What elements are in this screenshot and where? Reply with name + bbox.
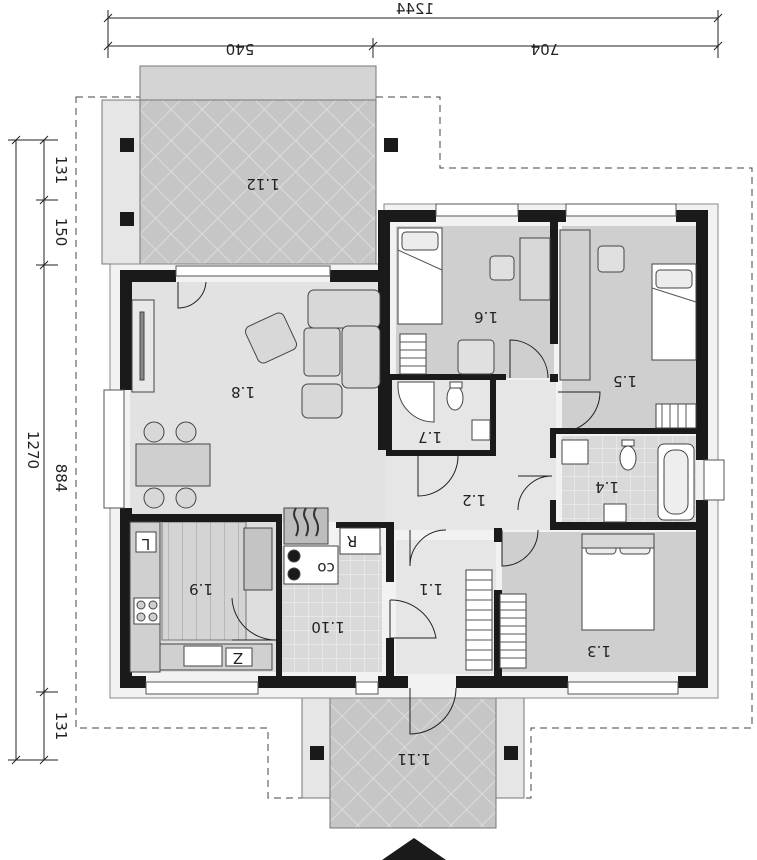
dimension-lines	[8, 10, 723, 765]
room-label-1-3: 1.3	[587, 642, 611, 660]
kitchen-furniture	[129, 507, 381, 673]
bathroom-fixtures	[397, 381, 695, 523]
dim-top-left: 540	[226, 40, 255, 58]
room-label-1-5: 1.5	[613, 372, 637, 390]
room-label-1-8: 1.8	[231, 383, 255, 401]
kitchen-sink-label: Z	[233, 649, 243, 667]
room-1-6-furniture	[397, 227, 551, 375]
room-label-1-4: 1.4	[595, 478, 619, 496]
dim-left-a: 131	[52, 156, 70, 185]
dim-top-right: 704	[531, 40, 560, 58]
living-furniture	[131, 289, 381, 509]
room-1-3-furniture	[465, 533, 655, 671]
room-label-1-6: 1.6	[474, 308, 498, 326]
room-label-1-2: 1.2	[462, 491, 486, 509]
boiler-label: co	[317, 559, 334, 577]
terrace-top	[101, 65, 398, 265]
fridge-label: R	[347, 532, 357, 550]
room-label-1-9: 1.9	[189, 580, 213, 598]
dim-left-b: 150	[52, 218, 70, 247]
room-label-1-11: 1.11	[397, 750, 430, 768]
room-label-1-12: 1.12	[246, 175, 279, 193]
windows	[103, 203, 725, 695]
dim-left-inner: 884	[52, 464, 70, 493]
room-label-1-1: 1.1	[419, 580, 443, 598]
dim-left-c: 131	[52, 712, 70, 741]
dim-top-total: 1244	[396, 0, 434, 18]
l-mark-label: L	[141, 535, 150, 553]
room-label-1-10: 1.10	[311, 618, 344, 636]
room-labels: 1.12 1.6 1.5 1.8 1.7 1.4 1.2 1.9 1.1 1.1…	[189, 175, 637, 768]
roof-outline	[75, 96, 753, 799]
room-label-1-7: 1.7	[418, 428, 442, 446]
doors	[177, 281, 601, 735]
dim-left-total: 1270	[24, 431, 42, 469]
walls	[120, 210, 708, 688]
room-1-5-furniture	[559, 229, 697, 429]
dimension-text: 1244 540 704 1270 884 131 150 131	[24, 0, 559, 740]
entrance-arrow	[382, 838, 446, 860]
terrace-bottom	[301, 689, 525, 860]
